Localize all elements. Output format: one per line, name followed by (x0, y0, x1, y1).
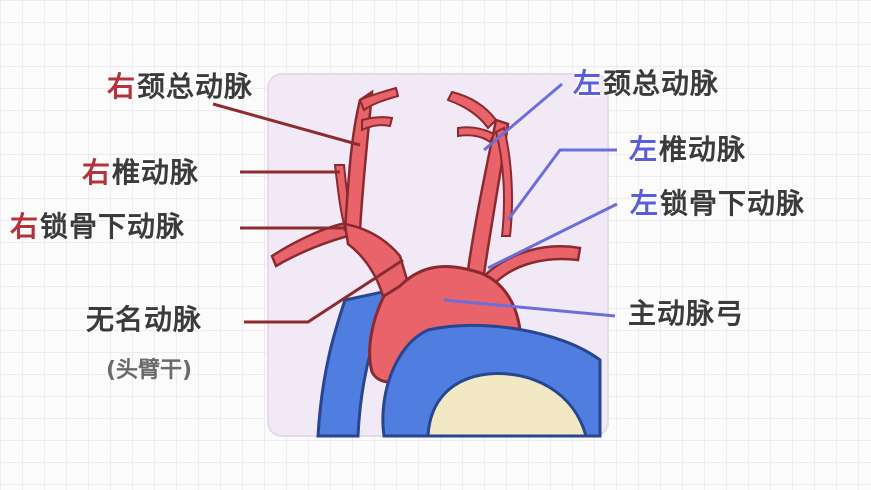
label-left-common-carotid: 左颈总动脉 (573, 67, 719, 101)
right-carotid-branch-2 (361, 116, 394, 132)
label-name: 锁骨下动脉 (40, 210, 186, 243)
leader-aortic-arch (443, 298, 616, 318)
label-side-marker: 右 (10, 210, 40, 243)
label-name: 无名动脉 (86, 303, 203, 336)
right-carotid-branch-1 (358, 86, 400, 112)
label-side-marker: 右 (107, 70, 137, 103)
label-innominate: 无名动脉 (86, 303, 202, 337)
heart-body (426, 372, 588, 438)
label-right-common-carotid: 右颈总动脉 (107, 70, 253, 104)
leader-left-vertebral (506, 148, 617, 221)
leader-left-common-carotid (483, 82, 563, 152)
label-right-vertebral: 右椎动脉 (82, 156, 199, 190)
label-left-vertebral: 左椎动脉 (629, 133, 746, 167)
label-name: 锁骨下动脉 (660, 187, 806, 220)
label-side-marker: 右 (82, 156, 112, 189)
leader-right-common-carotid (212, 102, 361, 147)
label-name: 主动脉弓 (628, 297, 745, 330)
label-side-marker: 左 (630, 187, 660, 220)
left-common-carotid-artery (466, 118, 510, 276)
label-left-subclavian: 左锁骨下动脉 (630, 187, 805, 221)
left-carotid-branch-2 (457, 126, 496, 144)
leader-innominate (244, 258, 404, 324)
label-innominate-sub: (头臂干) (106, 358, 193, 383)
label-aortic-arch: 主动脉弓 (628, 297, 744, 331)
left-carotid-branch-1 (446, 90, 498, 130)
label-name: 颈总动脉 (603, 67, 720, 100)
label-side-marker: 左 (573, 67, 603, 100)
label-name: 颈总动脉 (137, 70, 254, 103)
left-vertebral-artery (494, 126, 513, 237)
label-right-subclavian: 右锁骨下动脉 (10, 210, 185, 244)
leader-left-subclavian (487, 202, 618, 270)
label-name: 椎动脉 (659, 133, 747, 166)
label-side-marker: 左 (629, 133, 659, 166)
label-name: 椎动脉 (112, 156, 200, 189)
